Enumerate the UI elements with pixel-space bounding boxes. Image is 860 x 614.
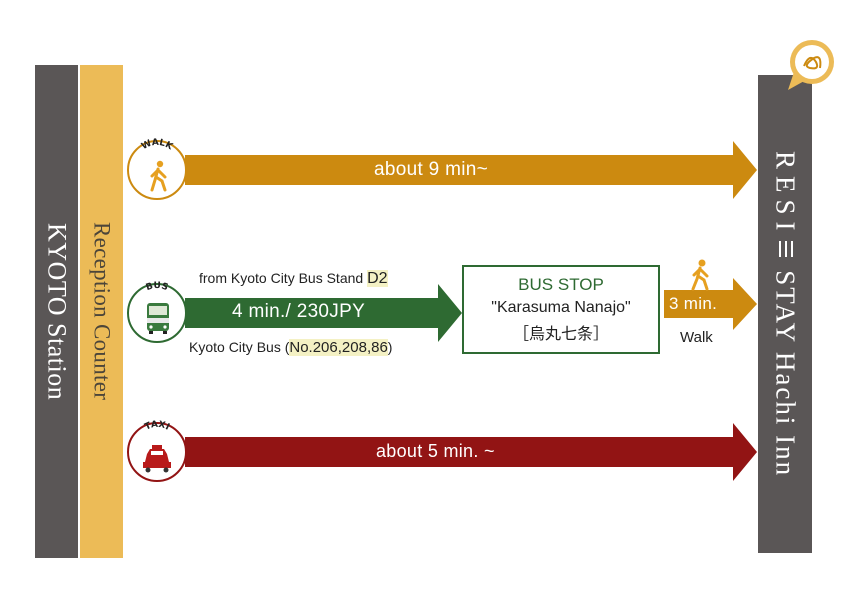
walk-badge: WALK [127,138,187,200]
final-walk-label: Walk [680,329,713,346]
bus-stop-kanji: ［烏丸七条］ [512,326,609,343]
final-walk-arrow [664,278,757,330]
bus-stand-prefix: from Kyoto City Bus Stand [199,270,368,286]
bus-line-prefix: Kyoto City Bus ( [189,339,290,355]
hotel-bar: RESI STAY Hachi Inn [758,75,812,553]
walk-time: about 9 min~ [374,159,488,180]
reception-counter-label: Reception Counter [89,222,115,401]
walking-person-icon [691,259,709,291]
bus-stop-title: BUS STOP [518,275,604,294]
bus-stop-box: BUS STOP "Karasuma Nanajo" ［烏丸七条］ [462,265,660,354]
bus-badge-label: BUS [145,281,170,293]
kyoto-station-label: KYOTO Station [42,222,72,401]
walk-arrow [185,141,757,199]
bus-line-suffix: ) [387,339,393,355]
svg-text:BUS: BUS [145,281,170,293]
speech-bubble-icon [788,40,834,90]
bus-badge: BUS [127,281,187,343]
reception-counter-bar: Reception Counter [80,65,123,558]
hotel-divider-icon [778,241,793,258]
bus-line-numbers: No.206,208,86 [289,339,388,356]
hotel-label: RESI STAY Hachi Inn [770,151,801,477]
taxi-icon [143,445,171,473]
walking-person-icon [150,160,167,192]
bus-stop-name: "Karasuma Nanajo" [491,299,631,316]
bus-line-info: Kyoto City Bus (No.206,208,86) [189,339,392,356]
hotel-label-part-a: RESI [770,150,801,238]
bus-icon [147,303,169,334]
taxi-arrow [185,423,757,481]
taxi-time: about 5 min. ~ [376,441,495,461]
bus-stand-info: from Kyoto City Bus Stand D2 [199,270,388,288]
bus-time: 4 min./ 230JPY [232,301,366,322]
bus-stand-code: D2 [367,270,388,287]
taxi-badge: TAXI [127,420,187,482]
final-walk-time: 3 min. [669,294,718,313]
kyoto-station-bar: KYOTO Station [35,65,78,558]
bus-arrow [185,284,462,342]
hotel-label-part-b: STAY Hachi Inn [770,270,801,478]
